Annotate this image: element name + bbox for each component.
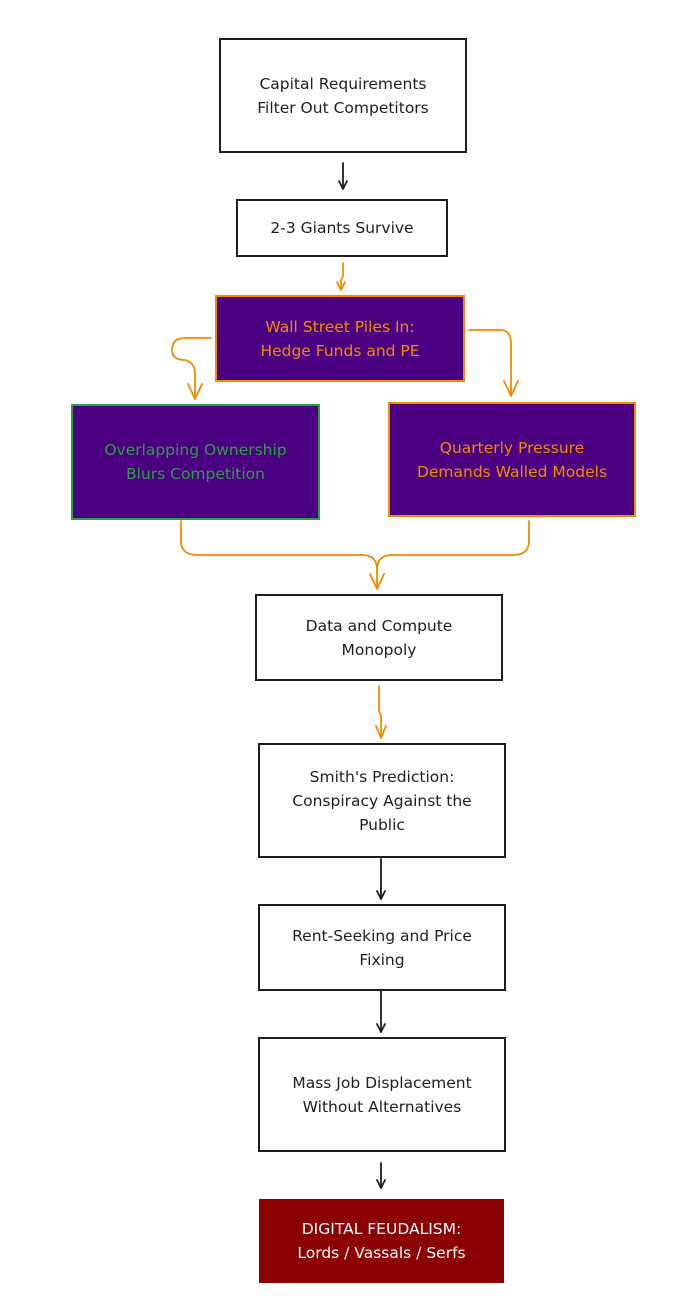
node-label: DIGITAL FEUDALISM: Lords / Vassals / Ser… [297, 1220, 466, 1262]
node-label: 2-3 Giants Survive [270, 219, 414, 237]
edge-capital-to-giants [338, 162, 348, 190]
node-rent-seeking[interactable]: Rent-Seeking and Price Fixing [258, 904, 506, 991]
edge-smith-to-rentseeking [376, 858, 386, 900]
edge-giants-to-wallstreet [336, 262, 346, 291]
node-data-compute[interactable]: Data and Compute Monopoly [255, 594, 503, 681]
edge-overlapping-to-datacompute [180, 520, 385, 590]
edge-wallstreet-to-overlapping [171, 337, 212, 400]
node-label: Data and Compute Monopoly [305, 616, 453, 659]
edge-rentseeking-to-jobdisplacement [376, 990, 386, 1033]
node-job-displacement[interactable]: Mass Job Displacement Without Alternativ… [258, 1037, 506, 1152]
node-label: Smith's Prediction: Conspiracy Against t… [292, 767, 472, 834]
node-label: Rent-Seeking and Price Fixing [292, 926, 472, 969]
node-quarterly-pressure[interactable]: Quarterly Pressure Demands Walled Models [388, 402, 636, 517]
node-wall-street[interactable]: Wall Street Piles In: Hedge Funds and PE [215, 295, 465, 382]
node-label: Overlapping Ownership Blurs Competition [104, 441, 287, 483]
edge-wallstreet-to-quarterly [468, 329, 519, 397]
edge-jobdisplacement-to-feudalism [376, 1162, 386, 1189]
node-label: Quarterly Pressure Demands Walled Models [416, 438, 608, 481]
node-label: Wall Street Piles In: Hedge Funds and PE [260, 317, 420, 360]
node-capital-requirements[interactable]: Capital Requirements Filter Out Competit… [219, 38, 467, 153]
node-overlapping-ownership[interactable]: Overlapping Ownership Blurs Competition [71, 404, 320, 520]
edge-quarterly-to-datacompute [376, 520, 530, 571]
node-label: Capital Requirements Filter Out Competit… [257, 74, 429, 117]
edge-datacompute-to-smith [375, 685, 387, 739]
node-label: Mass Job Displacement Without Alternativ… [292, 1073, 472, 1116]
node-digital-feudalism[interactable]: DIGITAL FEUDALISM: Lords / Vassals / Ser… [259, 1199, 504, 1283]
node-giants-survive[interactable]: 2-3 Giants Survive [236, 199, 448, 257]
node-smiths-prediction[interactable]: Smith's Prediction: Conspiracy Against t… [258, 743, 506, 858]
